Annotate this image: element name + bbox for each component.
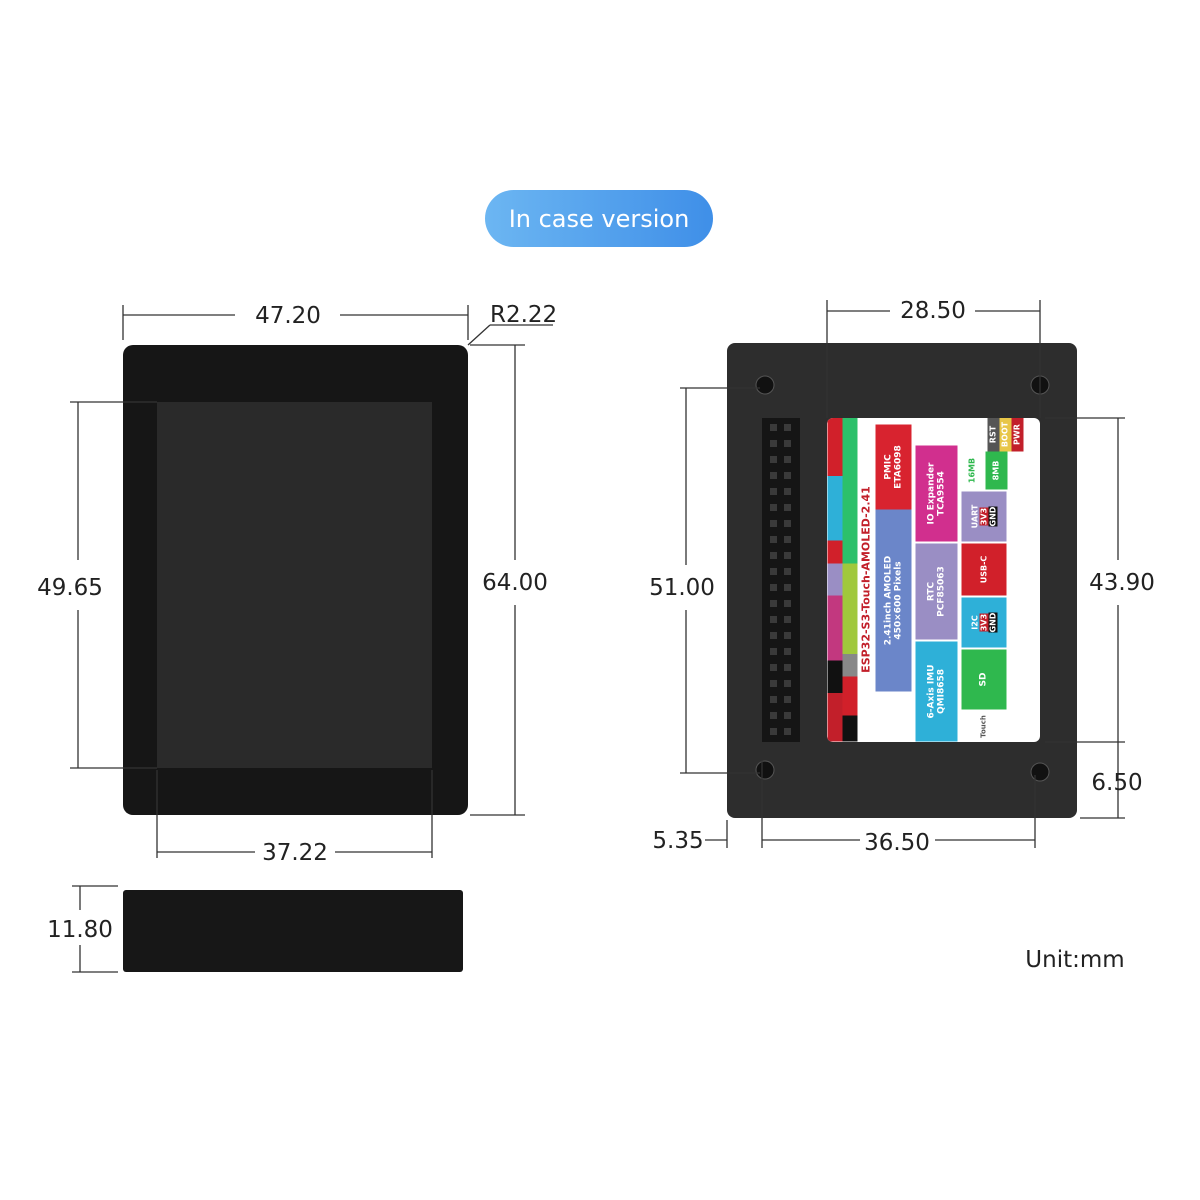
screw-icon [755,375,775,395]
pin-hole [784,488,791,495]
pin-hole [784,616,791,623]
pin-hole [770,568,777,575]
pin-hole [784,600,791,607]
pin-hole [770,728,777,735]
pin-hole [770,504,777,511]
back-left-height-label: 51.00 [649,575,715,601]
front-dimension-lines [70,305,553,858]
pin-hole [770,488,777,495]
pin-hole [784,456,791,463]
pin-hole [770,424,777,431]
pwr-label: PWR [1011,418,1024,452]
back-bottom-margin-label: 6.50 [1091,770,1142,796]
pin-hole [784,632,791,639]
pin-hole [784,712,791,719]
touch-label: Touch [979,715,988,738]
rst-label: RST [987,418,1000,452]
psram-label: 8MB [985,451,1008,490]
usb-c-block: USB-C [961,543,1007,596]
pin-hole [770,600,777,607]
pin-hole [770,648,777,655]
pin-hole [770,520,777,527]
pin-hole [784,424,791,431]
pin-hole [770,536,777,543]
screw-icon [1030,762,1050,782]
pin-hole [784,520,791,527]
board-title: ESP32-S3-Touch-AMOLED-2.41 [859,486,873,673]
pin-hole [770,440,777,447]
pin-hole [770,472,777,479]
unit-label: Unit:mm [1025,947,1124,973]
pin-hole [784,680,791,687]
pin-hole [784,568,791,575]
front-screen [157,402,432,768]
pin-hole [784,536,791,543]
board-label-sticker: ESP32-S3-Touch-AMOLED-2.41 2.41inch AMOL… [827,418,1040,742]
pin-hole [784,440,791,447]
pin-hole [784,696,791,703]
front-width-label: 47.20 [255,303,321,329]
pin-header [762,418,800,742]
device-height-label: 64.00 [482,570,548,596]
back-bottom-width-label: 36.50 [864,830,930,856]
pin-hole [770,712,777,719]
corner-radius-label: R2.22 [490,302,557,328]
pin-hole [770,632,777,639]
pin-hole [770,584,777,591]
pin-hole [784,584,791,591]
pin-holes [770,424,791,735]
pin-hole [784,648,791,655]
pin-hole [784,664,791,671]
pin-hole [770,696,777,703]
back-top-width-label: 28.50 [900,298,966,324]
pin-hole [784,552,791,559]
in-case-version-badge: In case version [485,190,713,247]
screen-width-label: 37.22 [262,840,328,866]
back-left-margin-label: 5.35 [652,828,703,854]
pin-hole [770,552,777,559]
side-view-body [123,890,463,972]
screw-icon [755,760,775,780]
pin-hole [784,728,791,735]
back-dimension-lines [680,300,1125,848]
pin-hole [784,504,791,511]
boot-label: BOOT [999,418,1012,452]
flash-label: 16MB [967,457,977,484]
pin-hole [770,456,777,463]
thickness-label: 11.80 [47,917,113,943]
pin-hole [770,680,777,687]
pin-hole [770,616,777,623]
pin-hole [784,472,791,479]
sd-block: SD [961,649,1007,710]
screen-height-label: 49.65 [37,575,103,601]
back-right-height-label: 43.90 [1089,570,1155,596]
pin-hole [770,664,777,671]
